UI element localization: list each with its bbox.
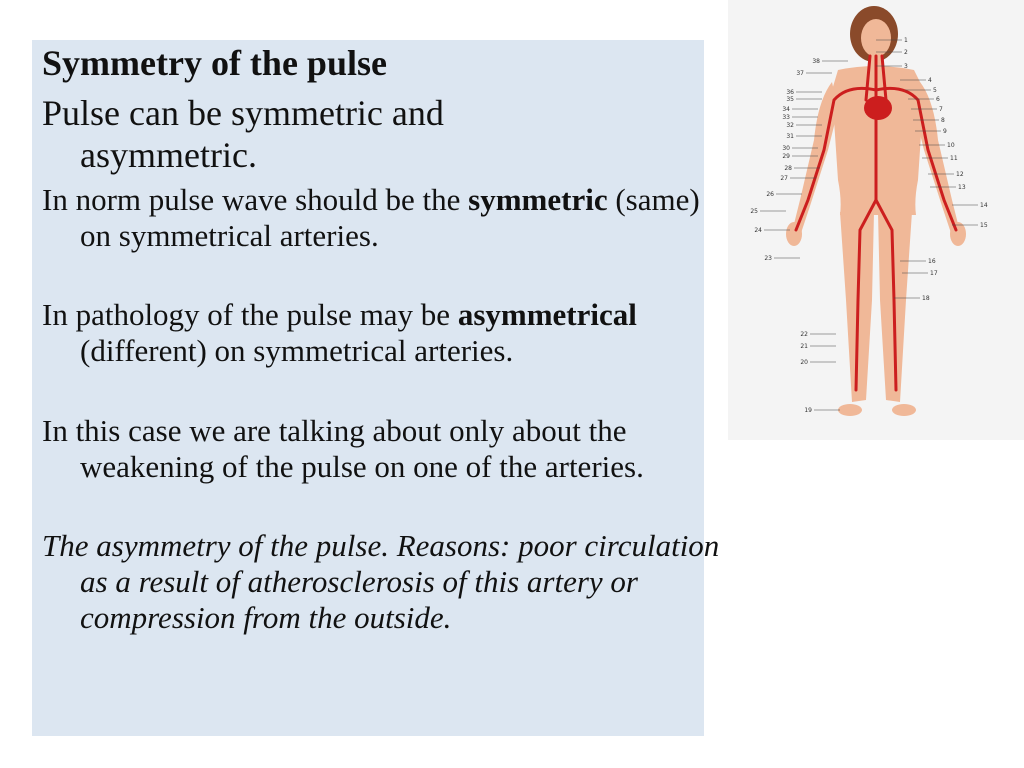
artery-lines	[794, 54, 958, 392]
figure-number-label: 32	[786, 122, 794, 129]
slide-text-panel: Symmetry of the pulse Pulse can be symme…	[32, 40, 719, 736]
figure-number-label: 23	[764, 255, 772, 262]
figure-number-label: 5	[933, 87, 937, 94]
p3-text-end: (same) on symmetrical arteries.	[80, 182, 700, 253]
figure-number-label: 14	[980, 202, 988, 209]
figure-number-label: 11	[950, 155, 958, 162]
figure-number-label: 34	[782, 106, 790, 113]
figure-number-label: 22	[800, 331, 808, 338]
figure-number-label: 24	[754, 227, 762, 234]
figure-number-label: 17	[930, 270, 938, 277]
figure-number-label: 10	[947, 142, 955, 149]
left-hand-shape	[786, 222, 802, 246]
figure-number-label: 7	[939, 106, 943, 113]
left-foot-shape	[838, 404, 862, 416]
figure-number-label: 13	[958, 184, 966, 191]
figure-number-label: 4	[928, 77, 932, 84]
figure-number-label: 18	[922, 295, 930, 302]
slide-title: Symmetry of the pulse	[42, 43, 387, 83]
left-arm-artery	[794, 86, 878, 232]
figure-number-label: 20	[800, 359, 808, 366]
right-foot-shape	[892, 404, 916, 416]
figure-number-label: 31	[786, 133, 794, 140]
heart-shape	[864, 96, 892, 120]
figure-number-label: 35	[786, 96, 794, 103]
p4-text-start: In pathology of the pulse may be	[42, 297, 451, 332]
torso-shape	[832, 66, 924, 215]
figure-number-label: 19	[804, 407, 812, 414]
figure-number-label: 28	[784, 165, 792, 172]
figure-number-label: 27	[780, 175, 788, 182]
figure-number-labels: 1234567891011121314151617183837363534333…	[750, 37, 987, 414]
figure-number-label: 16	[928, 258, 936, 265]
figure-number-label: 26	[766, 191, 774, 198]
figure-number-label: 25	[750, 208, 758, 215]
weakening-paragraph: In this case we are talking about only a…	[42, 413, 644, 484]
right-leg-artery	[874, 198, 898, 392]
pathology-paragraph: In pathology of the pulse may be asymmet…	[42, 297, 740, 369]
figure-number-label: 12	[956, 171, 964, 178]
carotid-arteries	[864, 54, 888, 102]
left-arm-shape	[792, 82, 838, 236]
figure-number-label: 36	[786, 89, 794, 96]
reasons-paragraph: The asymmetry of the pulse. Reasons: poo…	[42, 528, 720, 635]
body-artery-diagram: 1234567891011121314151617183837363534333…	[750, 6, 988, 416]
intro-paragraph: Pulse can be symmetric and asymmetric.	[42, 93, 444, 175]
p4-bold-term: asymmetrical	[457, 297, 637, 332]
figure-number-label: 15	[980, 222, 988, 229]
figure-number-label: 8	[941, 117, 945, 124]
left-leg-artery	[854, 198, 878, 392]
right-arm-artery	[874, 86, 958, 232]
figure-number-label: 38	[812, 58, 820, 65]
figure-number-label: 3	[904, 63, 908, 70]
figure-number-label: 29	[782, 153, 790, 160]
figure-number-label: 6	[936, 96, 940, 103]
head-shape	[861, 19, 891, 57]
figure-number-label: 30	[782, 145, 790, 152]
figure-number-label: 2	[904, 49, 908, 56]
figure-number-label: 1	[904, 37, 908, 44]
p3-bold-term: symmetric	[468, 182, 608, 217]
figure-number-label: 9	[943, 128, 947, 135]
right-arm-shape	[914, 82, 960, 236]
figure-number-label: 37	[796, 70, 804, 77]
figure-number-label: 33	[782, 114, 790, 121]
right-hand-shape	[950, 222, 966, 246]
figure-number-label: 21	[800, 343, 808, 350]
normal-pulse-paragraph: In norm pulse wave should be the symmetr…	[42, 182, 720, 254]
p4-text-end: (different) on symmetrical arteries.	[80, 333, 514, 368]
p3-text-start: In norm pulse wave should be the	[42, 182, 461, 217]
